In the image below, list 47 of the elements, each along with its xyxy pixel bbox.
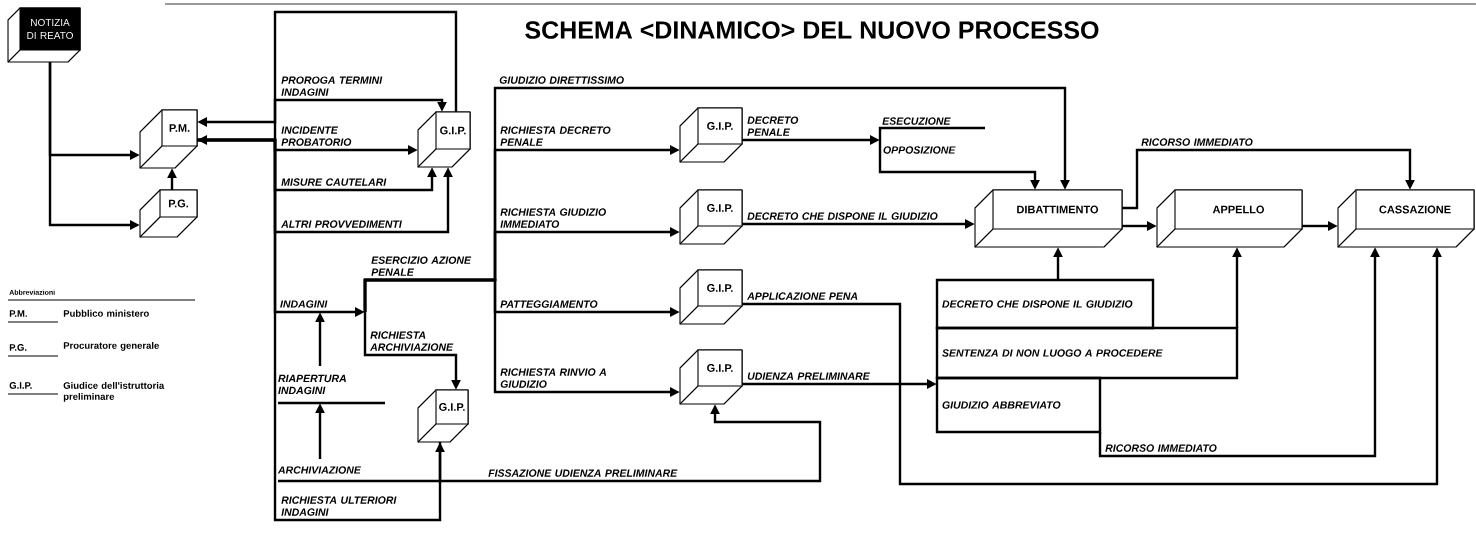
edge-label: PROROGA TERMINI INDAGINI bbox=[281, 76, 383, 96]
legend-text: Procuratore generale bbox=[63, 341, 159, 351]
cube-box: P.G. bbox=[139, 189, 198, 238]
cube-box: NOTIZIA DI REATO bbox=[7, 7, 81, 63]
bracket-box: ESECUZIONE OPPOSIZIONE bbox=[878, 117, 985, 174]
cube-box: G.I.P. bbox=[417, 389, 469, 443]
step-text: RIAPERTURA INDAGINI bbox=[278, 374, 385, 405]
note-text: ESERCIZIO AZIONE PENALE bbox=[371, 256, 472, 276]
abbreviation: P.M. bbox=[7, 310, 59, 323]
step-text: INDAGINI bbox=[280, 300, 328, 308]
edge-label: RICORSO IMMEDIATO bbox=[1141, 138, 1253, 146]
edge-label: RICHIESTA RINVIO A GIUDIZIO bbox=[500, 368, 606, 388]
edge-label: APPLICAZIONE PENA bbox=[747, 292, 858, 300]
arrow bbox=[1122, 148, 1415, 210]
edge-label: PATTEGGIAMENTO bbox=[500, 300, 598, 308]
connector-line bbox=[385, 442, 442, 483]
edge-label: INCIDENTE PROBATORIO bbox=[281, 126, 352, 146]
edge-label: FISSAZIONE UDIENZA PRELIMINARE bbox=[488, 469, 678, 477]
legend-text: Giudice dell'istruttoria preliminare bbox=[63, 381, 165, 402]
step-text: ARCHIVIAZIONE bbox=[277, 466, 385, 483]
edge-label: RICHIESTA ARCHIVIAZIONE bbox=[370, 331, 454, 351]
edge-label: DECRETO CHE DISPONE IL GIUDIZIO bbox=[747, 212, 938, 220]
cube-box: G.I.P. bbox=[679, 189, 743, 245]
edge-label: MISURE CAUTELARI bbox=[281, 178, 387, 186]
edge-label: ALTRI PROVVEDIMENTI bbox=[281, 220, 402, 228]
abbreviation: G.I.P. bbox=[7, 382, 59, 395]
cube-box: DIBATTIMENTO bbox=[974, 189, 1123, 248]
edge-label: RICHIESTA DECRETO PENALE bbox=[500, 126, 611, 146]
cube-box: G.I.P. bbox=[679, 107, 743, 163]
edge-label: GIUDIZIO DIRETTISSIMO bbox=[499, 76, 624, 84]
cube-box: P.M. bbox=[139, 109, 198, 169]
cube-box: G.I.P. bbox=[417, 111, 471, 168]
cube-box: G.I.P. bbox=[679, 269, 743, 325]
cube-box: CASSAZIONE bbox=[1337, 189, 1475, 248]
edge-label: RICORSO IMMEDIATO bbox=[1105, 444, 1217, 452]
edge-label: DECRETO PENALE bbox=[747, 116, 799, 136]
edge-label: RICHIESTA GIUDIZIO IMMEDIATO bbox=[500, 208, 606, 228]
outcome-box: GIUDIZIO ABBREVIATO bbox=[935, 376, 1102, 434]
edge-label: RICHIESTA ULTERIORI INDAGINI bbox=[281, 496, 397, 516]
abbreviation: P.G. bbox=[7, 344, 59, 357]
outcome-box: DECRETO CHE DISPONE IL GIUDIZIO bbox=[935, 278, 1155, 330]
title: SCHEMA <DINAMICO> DEL NUOVO PROCESSO bbox=[525, 21, 1099, 39]
legend-text: Pubblico ministero bbox=[63, 309, 149, 317]
outcome-box: SENTENZA DI NON LUOGO A PROCEDERE bbox=[935, 326, 1239, 380]
cube-box: APPELLO bbox=[1156, 189, 1303, 248]
edge-label: UDIENZA PRELIMINARE bbox=[747, 372, 870, 380]
cube-box: G.I.P. bbox=[679, 349, 743, 405]
